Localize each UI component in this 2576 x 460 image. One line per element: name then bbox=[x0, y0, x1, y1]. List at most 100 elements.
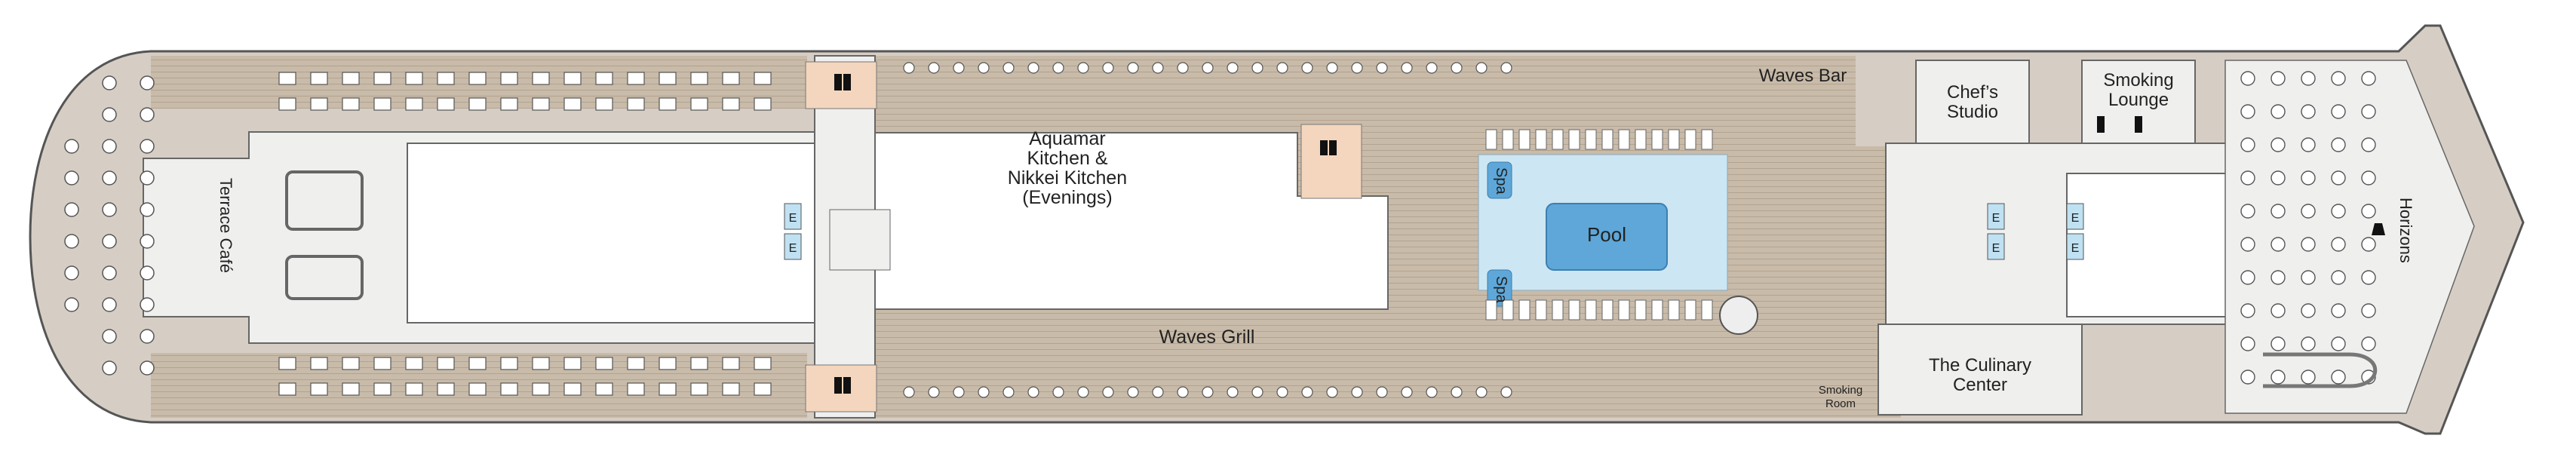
table bbox=[595, 97, 613, 111]
table bbox=[532, 382, 550, 396]
table bbox=[1227, 62, 1239, 74]
table bbox=[468, 72, 487, 85]
table bbox=[978, 386, 990, 398]
pool[interactable] bbox=[1546, 203, 1668, 271]
table bbox=[659, 382, 677, 396]
sun-lounger bbox=[1601, 299, 1613, 320]
lounge-seat bbox=[2331, 170, 2346, 186]
label-aquamar-line4: (Evenings) bbox=[1022, 187, 1113, 208]
table bbox=[595, 357, 613, 370]
table bbox=[1152, 386, 1164, 398]
label-smoking-lounge-2: Lounge bbox=[2108, 90, 2169, 110]
table bbox=[373, 382, 391, 396]
table bbox=[1475, 62, 1488, 74]
table bbox=[690, 357, 708, 370]
buffet-counter bbox=[285, 170, 364, 231]
table bbox=[627, 72, 645, 85]
table bbox=[1127, 62, 1139, 74]
label-smoking-room-1: Smoking bbox=[1819, 384, 1862, 397]
table bbox=[1426, 62, 1438, 74]
lounge-seat bbox=[2240, 170, 2255, 186]
table bbox=[64, 170, 79, 186]
table bbox=[278, 357, 296, 370]
table bbox=[342, 357, 360, 370]
table bbox=[405, 97, 423, 111]
table bbox=[722, 72, 740, 85]
table bbox=[1276, 62, 1288, 74]
table bbox=[754, 72, 772, 85]
table bbox=[64, 265, 79, 281]
elevator-fwd[interactable] bbox=[1987, 203, 2084, 260]
label-chefs-studio-1: Chef’s bbox=[1947, 82, 1998, 103]
spa-top[interactable] bbox=[1487, 161, 1512, 199]
sun-lounger bbox=[1518, 129, 1531, 150]
lounge-seat bbox=[2331, 104, 2346, 119]
table bbox=[140, 234, 155, 249]
lounge-seat bbox=[2361, 237, 2376, 252]
table bbox=[1451, 62, 1463, 74]
lounge-seat bbox=[2331, 336, 2346, 351]
table bbox=[1326, 62, 1338, 74]
lounge-seat bbox=[2361, 336, 2376, 351]
sun-lounger bbox=[1485, 299, 1497, 320]
lounge-seat bbox=[2301, 336, 2316, 351]
sun-lounger bbox=[1502, 299, 1514, 320]
lounge-seat bbox=[2271, 71, 2286, 86]
table bbox=[278, 382, 296, 396]
lounge-seat bbox=[2331, 204, 2346, 219]
table bbox=[1251, 62, 1263, 74]
table bbox=[722, 357, 740, 370]
table bbox=[64, 297, 79, 312]
table bbox=[1202, 386, 1214, 398]
table bbox=[659, 72, 677, 85]
table bbox=[468, 382, 487, 396]
table bbox=[627, 357, 645, 370]
lounge-seat bbox=[2301, 71, 2316, 86]
table bbox=[1351, 386, 1363, 398]
sun-lounger bbox=[1568, 299, 1580, 320]
table bbox=[373, 72, 391, 85]
sun-lounger bbox=[1618, 129, 1630, 150]
table bbox=[500, 97, 518, 111]
label-terrace-cafe: Terrace Café bbox=[216, 178, 235, 273]
lounge-seat bbox=[2301, 204, 2316, 219]
lounge-seat bbox=[2301, 270, 2316, 285]
table bbox=[102, 107, 117, 122]
table bbox=[437, 382, 455, 396]
sun-lounger bbox=[1701, 129, 1713, 150]
table bbox=[310, 97, 328, 111]
table bbox=[102, 329, 117, 344]
lounge-seat bbox=[2240, 336, 2255, 351]
elevator-aft[interactable] bbox=[784, 203, 802, 260]
table bbox=[102, 202, 117, 217]
table bbox=[690, 72, 708, 85]
sun-lounger bbox=[1651, 129, 1663, 150]
table bbox=[1426, 386, 1438, 398]
spa-bottom[interactable] bbox=[1487, 269, 1512, 307]
table bbox=[1500, 62, 1512, 74]
lounge-seat bbox=[2271, 204, 2286, 219]
sun-lounger bbox=[1568, 129, 1580, 150]
table bbox=[1500, 386, 1512, 398]
table bbox=[310, 357, 328, 370]
table bbox=[64, 202, 79, 217]
label-waves-bar: Waves Bar bbox=[1759, 66, 1847, 86]
table bbox=[532, 72, 550, 85]
elevator-label: E bbox=[789, 212, 797, 225]
horizons-lounge bbox=[2224, 60, 2475, 414]
lounge-seat bbox=[2361, 270, 2376, 285]
elevator-label: E bbox=[2071, 212, 2080, 225]
table bbox=[1052, 386, 1064, 398]
table bbox=[102, 360, 117, 376]
lounge-seat bbox=[2271, 370, 2286, 385]
table bbox=[563, 357, 582, 370]
sun-lounger bbox=[1635, 129, 1647, 150]
lounge-seat bbox=[2271, 303, 2286, 318]
lounge-seat bbox=[2240, 137, 2255, 152]
terrace-tables bbox=[64, 72, 772, 396]
table bbox=[953, 386, 965, 398]
table bbox=[102, 139, 117, 154]
table bbox=[140, 297, 155, 312]
table bbox=[659, 357, 677, 370]
label-aquamar-line1: Aquamar bbox=[1029, 128, 1105, 149]
